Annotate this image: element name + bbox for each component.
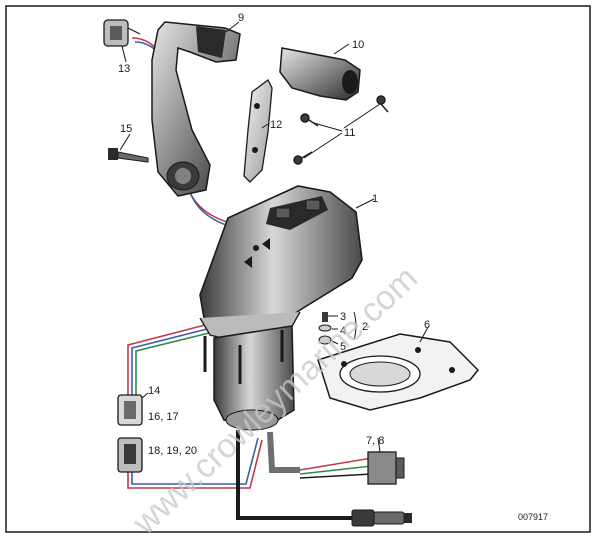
connector-parts-18-19-20: [117, 437, 143, 473]
callout-7-8: 7, 8: [366, 435, 384, 447]
control-handle-part-9: [151, 21, 241, 197]
data-cable-connector: [351, 509, 412, 527]
connector-part-13: [103, 19, 141, 47]
fasteners-parts-3-4-5: [318, 312, 332, 345]
callout-6: 6: [424, 319, 430, 331]
connector-parts-14-16-17: [117, 394, 143, 426]
callout-9: 9: [238, 12, 244, 24]
mounting-gasket-part-6: [317, 333, 480, 411]
screws-part-11: [293, 95, 389, 165]
callout-5: 5: [340, 341, 346, 353]
control-head-part-1: [199, 185, 363, 431]
callout-11: 11: [344, 127, 355, 139]
callout-2: 2: [362, 321, 368, 333]
callout-18-19-20: 18, 19, 20: [148, 445, 197, 457]
diagram-border: [5, 5, 591, 533]
callout-1: 1: [372, 193, 378, 205]
leader-lines: [119, 21, 429, 453]
callout-10: 10: [352, 39, 364, 51]
callout-12: 12: [270, 119, 282, 131]
callout-15: 15: [120, 123, 132, 135]
callout-13: 13: [118, 63, 130, 75]
handle-cover-part-10: [279, 47, 361, 101]
callout-16-17: 16, 17: [148, 411, 179, 423]
connector-parts-7-8: [367, 451, 405, 485]
trim-plate-part-12: [243, 79, 273, 183]
figure-id: 007917: [518, 512, 548, 522]
callout-14: 14: [148, 385, 160, 397]
bolt-part-15: [108, 148, 149, 163]
callout-4: 4: [340, 325, 346, 337]
callout-3: 3: [340, 311, 346, 323]
